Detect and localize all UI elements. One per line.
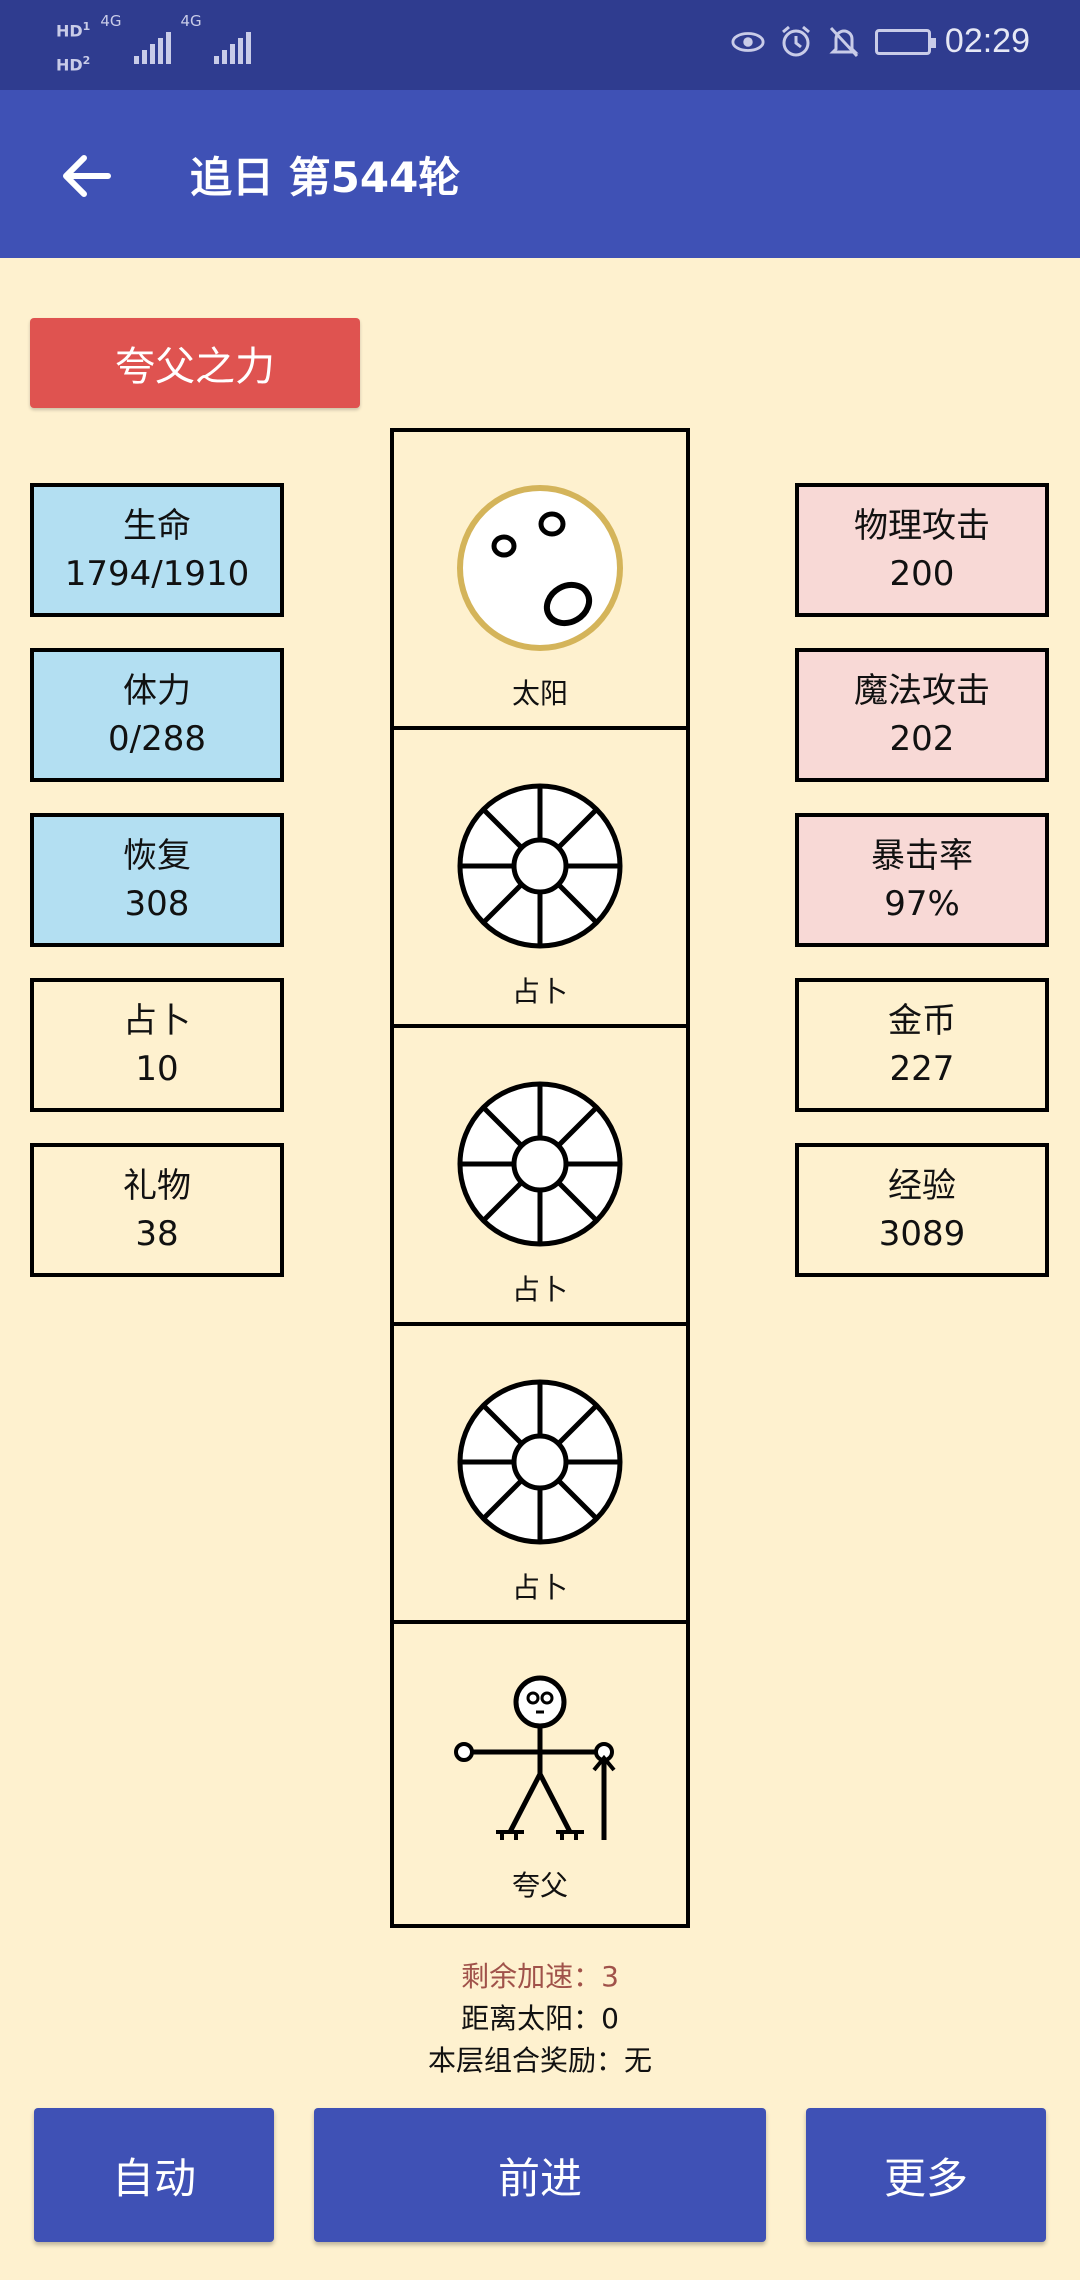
track-cell-sun[interactable]: 太阳 (394, 432, 686, 730)
stat-crit-rate: 暴击率 97% (795, 813, 1049, 947)
stat-label: 经验 (888, 1166, 956, 1206)
stat-label: 魔法攻击 (854, 671, 990, 711)
track-cell-label: 太阳 (511, 677, 568, 710)
signal-strength-icon (213, 28, 251, 65)
forward-button[interactable]: 前进 (314, 2108, 766, 2242)
stat-hp: 生命 1794/1910 (30, 483, 284, 617)
stat-value: 0/288 (108, 719, 206, 759)
network-type-2: 4G (180, 12, 202, 30)
stat-label: 礼物 (123, 1166, 191, 1206)
track-cell-label: 占卜 (511, 975, 568, 1008)
stat-gold: 金币 227 (795, 978, 1049, 1112)
stat-label: 生命 (123, 506, 191, 546)
battery-charging-icon (874, 28, 936, 55)
distance-to-sun: 距离太阳：0 (461, 2002, 619, 2035)
stat-label: 恢复 (123, 836, 191, 876)
alarm-icon (779, 25, 813, 59)
stat-value: 200 (889, 554, 955, 594)
stat-value: 97% (884, 884, 960, 924)
stat-label: 暴击率 (871, 836, 973, 876)
stat-label: 金币 (888, 1001, 956, 1041)
sun-icon (457, 485, 623, 651)
status-bar: HD1 HD2 4G 4G 02:29 (0, 0, 1080, 90)
stat-value: 3089 (878, 1214, 966, 1254)
signal-area: HD1 HD2 4G 4G (56, 12, 251, 81)
divination-wheel-icon (457, 783, 623, 949)
divination-wheel-icon (457, 1081, 623, 1247)
track-cell-divination[interactable]: 占卜 (394, 730, 686, 1028)
status-icons: 02:29 (731, 22, 1030, 61)
page-title: 追日 第544轮 (190, 153, 461, 202)
skill-button[interactable]: 夸父之力 (30, 318, 360, 408)
more-button[interactable]: 更多 (806, 2108, 1046, 2242)
boost-remaining: 剩余加速：3 (461, 1960, 619, 1993)
track-cell-label: 夸父 (511, 1869, 568, 1902)
auto-button[interactable]: 自动 (34, 2108, 274, 2242)
stat-stamina: 体力 0/288 (30, 648, 284, 782)
track-cell-kuafu[interactable]: 夸父 (394, 1624, 686, 1922)
app-bar: 追日 第544轮 (0, 90, 1080, 258)
stat-label: 体力 (123, 671, 191, 711)
track-cell-label: 占卜 (511, 1571, 568, 1604)
stat-value: 308 (124, 884, 190, 924)
stat-physical-attack: 物理攻击 200 (795, 483, 1049, 617)
stat-value: 202 (889, 719, 955, 759)
eye-icon (731, 25, 765, 59)
stat-value: 227 (889, 1049, 955, 1089)
stat-experience: 经验 3089 (795, 1143, 1049, 1277)
stat-gift: 礼物 38 (30, 1143, 284, 1277)
clock: 02:29 (944, 22, 1030, 60)
stat-value: 38 (135, 1214, 179, 1254)
stat-value: 10 (135, 1049, 179, 1089)
sim2-badge: HD2 (56, 54, 91, 75)
track-cell-label: 占卜 (511, 1273, 568, 1306)
stat-recovery: 恢复 308 (30, 813, 284, 947)
track-column: 太阳 占卜 占卜 (390, 428, 690, 1928)
track-cell-divination[interactable]: 占卜 (394, 1326, 686, 1624)
arrow-left-icon[interactable] (58, 148, 114, 204)
track-cell-divination[interactable]: 占卜 (394, 1028, 686, 1326)
floor-combo-reward: 本层组合奖励：无 (427, 2044, 652, 2077)
stat-magic-attack: 魔法攻击 202 (795, 648, 1049, 782)
stat-value: 1794/1910 (64, 554, 250, 594)
bell-off-icon (827, 25, 861, 59)
network-type-1: 4G (100, 12, 122, 30)
signal-strength-icon (133, 28, 171, 65)
sim1-badge: HD1 (56, 20, 91, 41)
divination-wheel-icon (457, 1379, 623, 1545)
stat-label: 占卜 (123, 1001, 191, 1041)
stat-label: 物理攻击 (854, 506, 990, 546)
stat-divination: 占卜 10 (30, 978, 284, 1112)
kuafu-stick-figure-icon (454, 1675, 616, 1840)
